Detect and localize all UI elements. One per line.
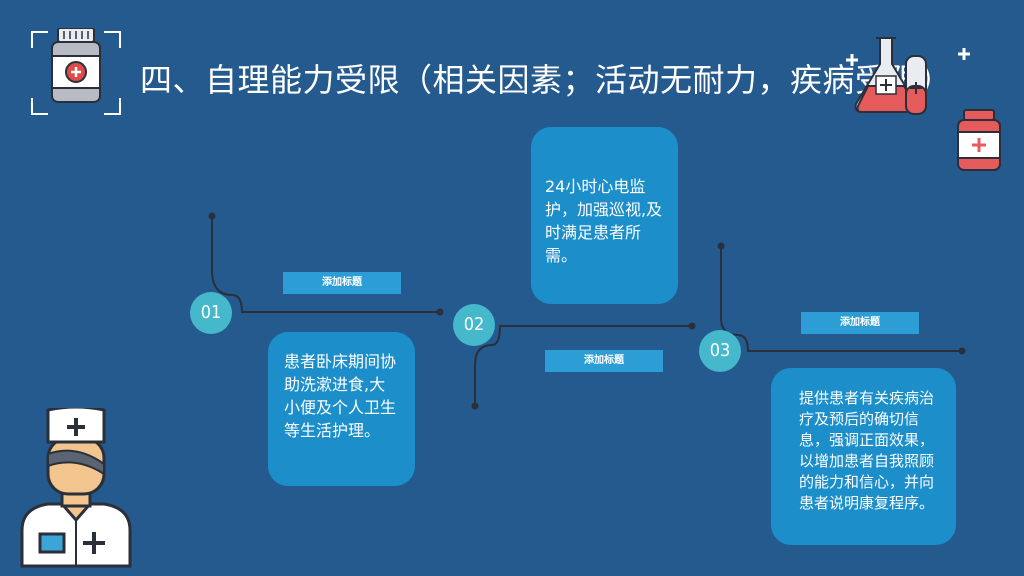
step-number-badge: 02	[453, 304, 495, 346]
step-description-card: 患者卧床期间协助洗漱进食,大小便及个人卫生等生活护理。	[268, 332, 415, 486]
lab-flask-icon	[846, 37, 970, 115]
step-number-badge: 01	[190, 292, 232, 334]
step-description: 患者卧床期间协助洗漱进食,大小便及个人卫生等生活护理。	[284, 352, 397, 440]
step-description: 提供患者有关疾病治疗及预后的确切信息，强调正面效果，以增加患者自我照顾的能力和信…	[799, 389, 935, 512]
step-description-card: 24小时心电监护，加强巡视,及时满足患者所需。	[531, 127, 678, 304]
medicine-bottle-icon	[31, 28, 121, 115]
step-title-tag: 添加标题	[545, 350, 663, 372]
step-title-tag: 添加标题	[801, 312, 919, 334]
step-title-tag: 添加标题	[283, 272, 401, 294]
doctor-icon	[20, 408, 132, 568]
medicine-bottle-icon	[957, 109, 1001, 171]
step-description-card: 提供患者有关疾病治疗及预后的确切信息，强调正面效果，以增加患者自我照顾的能力和信…	[771, 368, 956, 545]
page-title: 四、自理能力受限（相关因素；活动无耐力，疾病受限）	[140, 61, 953, 99]
step-description: 24小时心电监护，加强巡视,及时满足患者所需。	[545, 177, 663, 265]
step-number-badge: 03	[699, 330, 741, 372]
